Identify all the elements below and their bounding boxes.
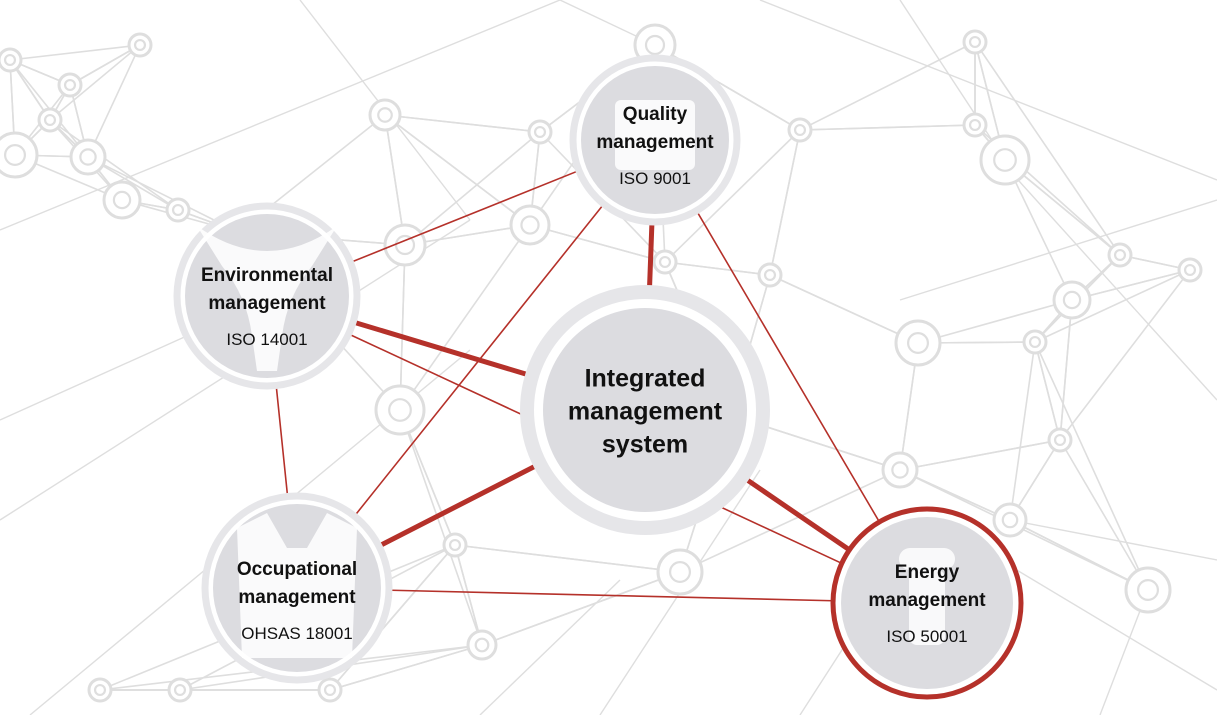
one-icon — [615, 100, 695, 170]
node-quality-standard: ISO 9001 — [619, 169, 691, 188]
bulb-icon — [899, 548, 955, 645]
link-occupational-energy — [378, 589, 845, 602]
center-title: Integrated management system — [567, 364, 723, 459]
network-nodes — [0, 23, 1203, 703]
center-node: Integrated management system — [568, 363, 722, 462]
node-environmental: Environmental management ISO 14001 — [201, 262, 333, 350]
center-circle — [543, 308, 747, 512]
link-quality-energy — [690, 201, 886, 532]
node-environmental-standard: ISO 14001 — [226, 330, 308, 349]
node-quality-title: Quality management — [596, 104, 714, 153]
leaf-icon — [197, 226, 337, 371]
link-center-occupational — [367, 454, 555, 554]
node-energy-standard: ISO 50001 — [886, 627, 968, 646]
link-center-environmental — [341, 316, 548, 383]
jacket-icon — [237, 513, 357, 658]
node-quality: Quality management ISO 9001 — [596, 101, 713, 189]
node-environmental-title: Environmental management — [201, 265, 333, 314]
link-quality-environmental — [340, 166, 589, 267]
node-energy-title: Energy management — [868, 562, 986, 611]
node-occupational: Occupational management OHSAS 18001 — [237, 556, 357, 644]
link-environmental-occupational — [274, 374, 290, 508]
link-center-energy — [728, 466, 861, 559]
node-energy: Energy management ISO 50001 — [868, 559, 985, 647]
node-occupational-title: Occupational management — [236, 559, 358, 608]
node-occupational-standard: OHSAS 18001 — [241, 624, 353, 643]
